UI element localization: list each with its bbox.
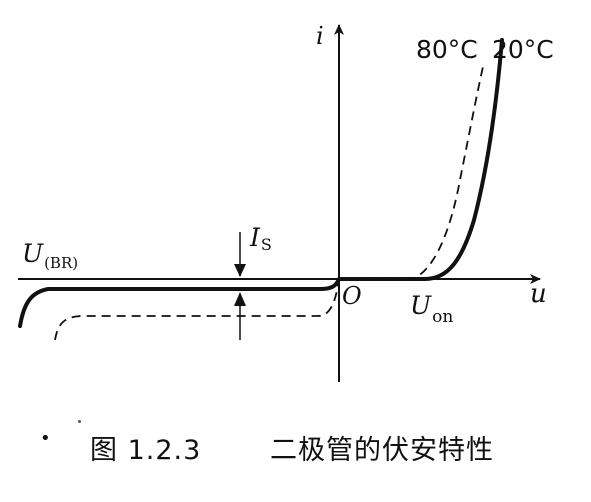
curve-80c: [54, 61, 485, 341]
caption-number: 图 1.2.3: [90, 435, 202, 466]
breakdown-label: U(BR): [22, 239, 78, 272]
scan-dot: [78, 420, 81, 423]
onvoltage-label-main: U: [410, 291, 432, 320]
axis-i-label: i: [316, 22, 324, 50]
saturation-label: IS: [249, 223, 272, 254]
axis-u-label: u: [530, 279, 547, 309]
curve-20c: [18, 38, 504, 328]
breakdown-label-main: U: [22, 239, 44, 268]
temp-80c-label: 80°C: [416, 35, 478, 64]
temp-20c-label: 20°C: [492, 35, 554, 64]
breakdown-label-sub: (BR): [44, 254, 78, 272]
caption-bullet: •: [40, 428, 52, 449]
origin-label: O: [342, 282, 362, 310]
saturation-label-sub: S: [261, 235, 272, 254]
saturation-label-main: I: [249, 223, 261, 252]
is-arrow-up: [234, 292, 246, 306]
figure-caption: • 图 1.2.3 二极管的伏安特性: [40, 428, 560, 468]
caption-title: 二极管的伏安特性: [270, 435, 494, 466]
onvoltage-label: Uon: [410, 291, 453, 327]
is-arrow-down: [234, 264, 246, 277]
onvoltage-label-sub: on: [432, 307, 453, 327]
